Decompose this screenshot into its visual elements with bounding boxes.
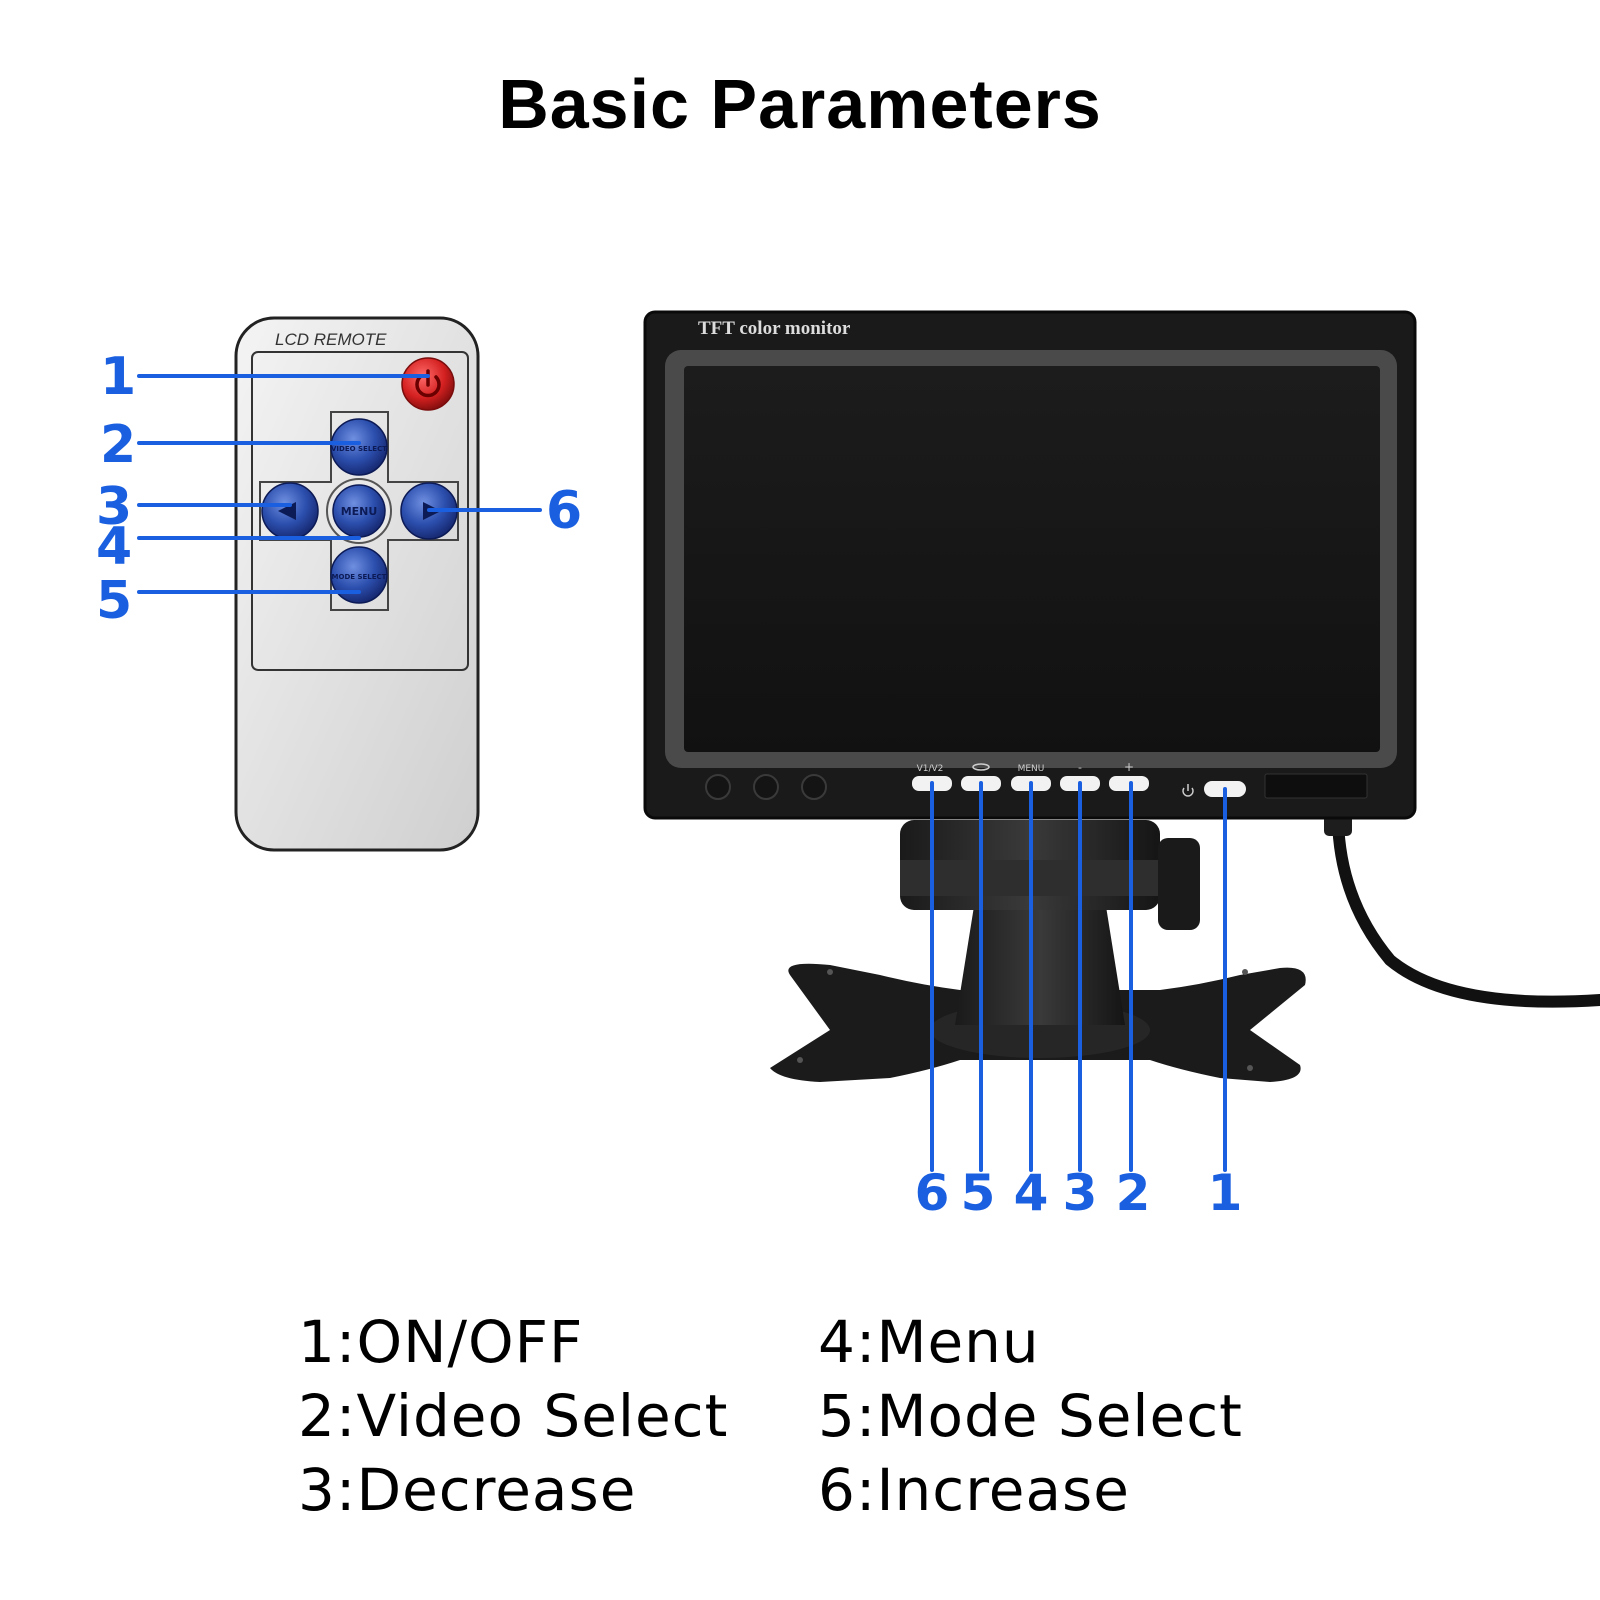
monitor-button-label-v1v2: V1/V2 [917,764,944,774]
monitor-callout-2: 2 [1116,1164,1151,1222]
legend-item-decrease: 3:Decrease [298,1456,637,1524]
monitor-mode-icon [972,763,990,771]
legend-item-mode-select: 5:Mode Select [818,1382,1243,1450]
base-screw-1 [827,969,833,975]
remote-callout-4: 4 [96,517,132,577]
base-screw-3 [797,1057,803,1063]
monitor-power-icon [1182,784,1194,797]
legend-left-column: 1:ON/OFF 2:Video Select 3:Decrease [298,1305,728,1527]
monitor-callout-5: 5 [961,1164,996,1222]
base-screw-2 [1242,969,1248,975]
remote-callout-numbers: 1 2 3 4 5 6 [96,347,582,631]
remote-brand-label: LCD REMOTE [275,330,387,349]
page-title: Basic Parameters [498,65,1102,143]
remote-video-select-button[interactable] [330,418,388,476]
monitor-button-label-minus: - [1078,761,1082,774]
remote-mode-select-button[interactable] [330,546,388,604]
legend-item-on-off: 1:ON/OFF [298,1308,584,1376]
remote-callout-2: 2 [100,415,136,475]
remote-callout-lines [137,374,542,594]
legend-item-increase: 6:Increase [818,1456,1130,1524]
monitor-callout-lines [930,781,1227,1172]
monitor: TFT color monitor V1/V2 MENU - + [643,310,1600,1082]
remote-menu-label: MENU [341,505,378,518]
monitor-sensor-2 [753,774,779,800]
remote-dpad-frame [259,411,459,611]
monitor-button-label-plus: + [1124,760,1134,774]
monitor-callout-numbers: 6 5 4 3 2 1 [915,1164,1243,1222]
monitor-tilt-knob[interactable] [1158,838,1200,930]
remote-callout-3: 3 [96,477,132,537]
monitor-sensor-3 [801,774,827,800]
remote-callout-1: 1 [100,347,136,407]
left-arrow-icon [278,502,296,520]
base-screw-4 [1247,1065,1253,1071]
remote-control: LCD REMOTE VIDEO SELECT MENU MODE SELECT [234,316,480,852]
remote-video-select-label: VIDEO SELECT [331,445,387,453]
monitor-pedestal [955,900,1125,1025]
monitor-button-label-menu: MENU [1018,764,1045,774]
legend-item-menu: 4:Menu [818,1308,1040,1376]
monitor-sensor-1 [705,774,731,800]
monitor-ir-window [1264,773,1368,799]
monitor-callout-3: 3 [1063,1164,1098,1222]
legend-item-video-select: 2:Video Select [298,1382,729,1450]
monitor-screen [684,366,1380,752]
monitor-brand-label: TFT color monitor [698,318,851,339]
remote-callout-6: 6 [546,481,582,541]
monitor-callout-1: 1 [1208,1164,1243,1222]
monitor-cable [1332,814,1600,1008]
legend-right-column: 4:Menu 5:Mode Select 6:Increase [818,1305,1243,1527]
remote-mode-select-label: MODE SELECT [332,573,387,581]
monitor-callout-6: 6 [915,1164,950,1222]
remote-callout-5: 5 [96,571,132,631]
monitor-callout-4: 4 [1014,1164,1049,1222]
